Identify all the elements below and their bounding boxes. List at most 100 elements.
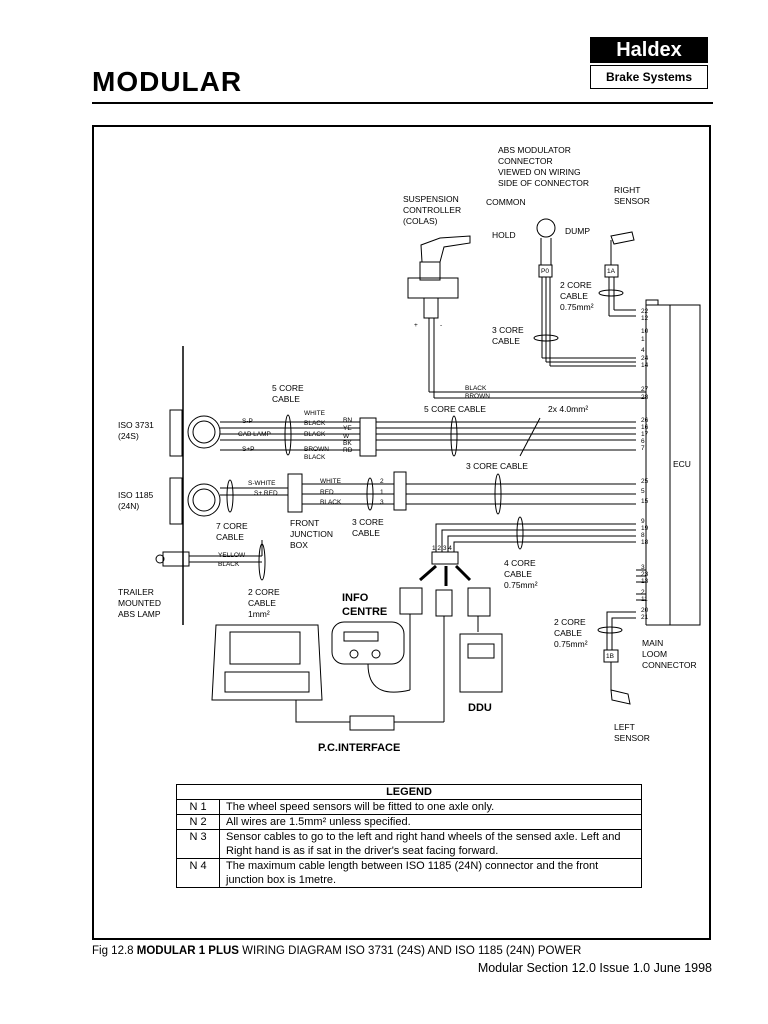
legend-row: N 4 The maximum cable length between ISO… [176,858,642,888]
trailer-lamp-label: TRAILER MOUNTED ABS LAMP [118,587,161,619]
wire-brown-black: BROWN BLACK [304,446,329,461]
legend-row: N 2 All wires are 1.5mm² unless specifie… [176,814,642,830]
left-sensor [610,689,631,705]
pc-interface-connector [349,715,395,731]
diagram-frame [92,125,711,940]
ecu-pin: 12 [641,315,649,322]
two-core-right-label: 2 CORE CABLE 0.75mm² [554,617,588,649]
ddu-device [459,633,503,693]
wire-s-p: S-P [242,418,253,425]
haldex-logo: Haldex Brake Systems [586,33,712,91]
wire-minus: - [440,322,443,329]
pin-1: 1 [380,489,384,496]
legend-code: N 1 [176,799,220,815]
title-rule [92,102,713,104]
wire-yellow: YELLOW [218,552,246,559]
ecu-pin: 26 [641,417,649,424]
legend-code: N 3 [176,829,220,859]
ecu-pin: 19 [641,525,649,532]
front-junction-box [287,473,303,513]
iso1185-label: ISO 1185 (24N) [118,490,154,511]
caption-bold: MODULAR 1 PLUS [136,945,239,957]
iso1185-connector [169,477,221,525]
five-core-mid-label: 5 CORE CABLE [424,404,486,414]
info-centre-device [331,621,405,665]
ecu-pin: 10 [641,328,649,335]
ecu-pin: 7 [641,445,645,452]
ecu-pin: 6 [641,438,645,445]
plug-1b: 1B [606,653,614,660]
ecu-pin: 2 [641,589,645,596]
logo-brand: Haldex [590,37,708,63]
wire-red: RED [320,489,334,496]
wire-plus: + [414,322,418,329]
common-label: COMMON [486,197,526,207]
ecu-label: ECU [673,459,691,469]
plug-p0: P0 [541,268,549,275]
wire-black-4: BLACK [218,561,240,568]
ecu-pin: 16 [641,424,649,431]
ecu-pin: 23 [641,571,649,578]
info-centre-label: INFO CENTRE [342,592,388,618]
front-junction-label: FRONT JUNCTION BOX [290,518,333,550]
wire-black-top: BLACK [465,385,487,392]
iso3731-plug [359,417,377,457]
legend-text: Sensor cables to go to the left and righ… [219,829,642,859]
ecu-pin: 1 [641,336,645,343]
legend-text: The wheel speed sensors will be fitted t… [219,799,642,815]
ecu-box [669,304,701,626]
pins-1234: 1 2 3 4 [432,545,452,552]
suspension-controller [420,235,471,263]
right-sensor-label: RIGHT SENSOR [614,185,650,206]
ecu-pin: 25 [641,478,649,485]
left-sensor-label: LEFT SENSOR [614,722,650,743]
ecu-pin: 17 [641,431,649,438]
wire-brown-top: BROWN [465,393,490,400]
wire-s-plus-red: S+ RED [254,490,278,497]
legend-code: N 4 [176,858,220,888]
wire-white: WHITE [304,410,325,417]
wire-bk: BK [343,440,352,447]
pin-3: 3 [380,499,384,506]
hold-label: HOLD [492,230,516,240]
main-loom-label: MAIN LOOM CONNECTOR [642,638,697,670]
ecu-pin: 11 [641,596,648,603]
logo-tagline: Brake Systems [590,65,708,89]
three-core-lower-label: 3 CORE CABLE [352,517,384,538]
wire-s-white: S-WHITE [248,480,276,487]
twox4-label: 2x 4.0mm² [548,404,589,414]
page-title: MODULAR [92,66,243,97]
legend-code: N 2 [176,814,220,830]
four-core-label: 4 CORE CABLE 0.75mm² [504,558,538,590]
wire-black-2: BLACK [304,431,326,438]
iso3731-connector [169,409,221,457]
ecu-pin: 14 [641,362,649,369]
ecu-pin: 3 [641,564,645,571]
ecu-pin: 20 [641,607,649,614]
caption-rest: WIRING DIAGRAM ISO 3731 (24S) AND ISO 11… [238,945,582,957]
wire-w: W [343,433,350,440]
pc-interface-label: P.C.INTERFACE [318,742,401,754]
two-core-top-label: 2 CORE CABLE 0.75mm² [560,280,594,312]
seven-core-label: 7 CORE CABLE [216,521,248,542]
legend-text: The maximum cable length between ISO 118… [219,858,642,888]
ecu-pin: 13 [641,578,649,585]
ecu-pin: 21 [641,614,649,621]
laptop [211,624,323,701]
wire-rd: RD [343,447,353,454]
abs-modulator-label: ABS MODULATOR CONNECTOR VIEWED ON WIRING… [498,145,589,188]
legend-table: LEGEND N 1 The wheel speed sensors will … [176,784,642,888]
wire-black-1: BLACK [304,420,326,427]
dump-label: DUMP [565,226,591,236]
pin-2: 2 [380,478,384,485]
ecu-pin: 22 [641,308,649,315]
ecu-pin: 5 [641,488,645,495]
ddu-label: DDU [468,702,492,714]
wire-black-3: BLACK [320,499,342,506]
iso1185-plug [393,471,407,511]
abs-modulator-connector [536,218,556,238]
legend-text: All wires are 1.5mm² unless specified. [219,814,642,830]
wire-bn: BN [343,417,353,424]
legend-row: N 3 Sensor cables to go to the left and … [176,829,642,859]
two-core-1mm-label: 2 CORE CABLE 1mm² [248,587,280,619]
